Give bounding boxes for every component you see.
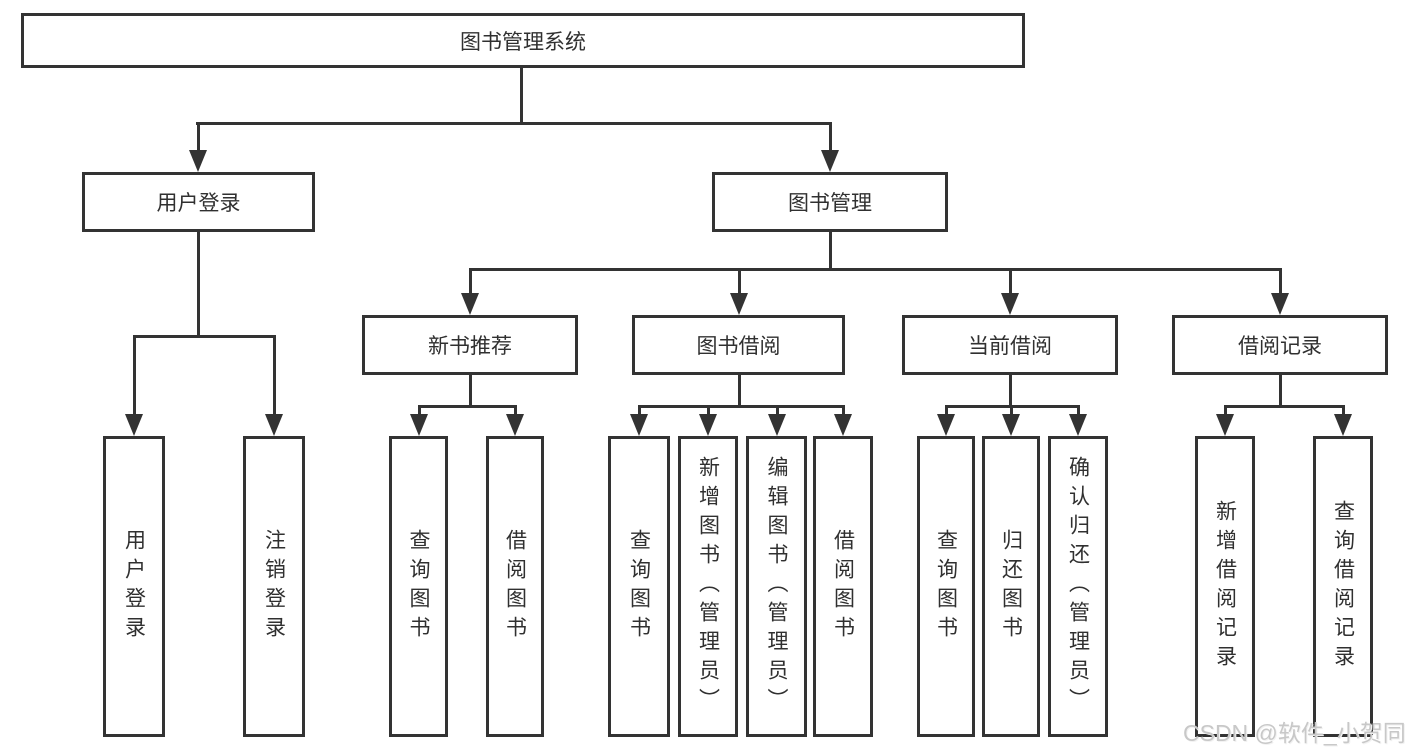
leaf-current-query-books: 查询图书 <box>917 436 975 737</box>
arrowhead-down-icon <box>1001 293 1019 315</box>
node-label: 借阅记录 <box>1238 335 1322 358</box>
node-label: 当前借阅 <box>968 335 1052 358</box>
connector-line <box>737 268 741 295</box>
arrowhead-down-icon <box>937 414 955 436</box>
connector-line <box>196 122 200 152</box>
connector-rail-bookmgmt <box>468 268 1282 271</box>
connector-line <box>828 122 832 152</box>
connector-userlogin-stem <box>196 232 200 338</box>
connector-line <box>1341 405 1345 416</box>
leaf-edit-books-admin: 编辑图书（管理员） <box>746 436 807 737</box>
connector-line <box>1008 268 1012 295</box>
arrowhead-down-icon <box>1216 414 1234 436</box>
leaf-borrow-query-books: 查询图书 <box>608 436 670 737</box>
node-user-login-branch: 用户登录 <box>82 172 315 232</box>
connector-line <box>132 335 136 416</box>
connector-line <box>417 405 421 416</box>
connector-rail-newbook <box>417 405 517 408</box>
leaf-newbook-borrow-books: 借阅图书 <box>486 436 544 737</box>
leaf-logout: 注销登录 <box>243 436 305 737</box>
connector-line <box>944 405 948 416</box>
leaf-label: 新增图书（管理员） <box>696 456 720 717</box>
arrowhead-down-icon <box>834 414 852 436</box>
arrowhead-down-icon <box>1002 414 1020 436</box>
connector-records-stem <box>1278 375 1282 408</box>
connector-bookmgmt-stem <box>828 232 832 271</box>
connector-root-stem <box>520 68 523 124</box>
node-label: 新书推荐 <box>428 335 512 358</box>
connector-line <box>1278 268 1282 295</box>
leaf-confirm-return-admin: 确认归还（管理员） <box>1048 436 1108 737</box>
arrowhead-down-icon <box>461 293 479 315</box>
connector-line <box>1223 405 1227 416</box>
node-book-borrow: 图书借阅 <box>632 315 845 375</box>
connector-line <box>468 268 472 295</box>
arrowhead-down-icon <box>265 414 283 436</box>
node-library-system: 图书管理系统 <box>21 13 1025 68</box>
node-label: 图书管理系统 <box>460 30 586 54</box>
arrowhead-down-icon <box>630 414 648 436</box>
leaf-user-login: 用户登录 <box>103 436 165 737</box>
connector-line <box>513 405 517 416</box>
csdn-watermark: CSDN @软件_小贺同学 <box>1183 720 1405 746</box>
arrowhead-down-icon <box>1069 414 1087 436</box>
connector-line <box>841 405 845 416</box>
leaf-add-borrow-record: 新增借阅记录 <box>1195 436 1255 737</box>
connector-line <box>1076 405 1080 416</box>
arrowhead-down-icon <box>730 293 748 315</box>
leaf-label: 查询图书 <box>934 528 958 645</box>
arrowhead-down-icon <box>1271 293 1289 315</box>
connector-bookborrow-stem <box>737 375 741 408</box>
leaf-query-borrow-record: 查询借阅记录 <box>1313 436 1373 737</box>
leaf-label: 新增借阅记录 <box>1213 499 1237 674</box>
arrowhead-down-icon <box>1334 414 1352 436</box>
connector-line <box>1009 405 1013 416</box>
arrowhead-down-icon <box>125 414 143 436</box>
leaf-label: 查询图书 <box>627 528 651 645</box>
arrowhead-down-icon <box>410 414 428 436</box>
node-current-borrow: 当前借阅 <box>902 315 1118 375</box>
connector-line <box>272 335 276 416</box>
node-label: 用户登录 <box>156 192 241 215</box>
connector-rail-userlogin <box>132 335 276 338</box>
connector-newbook-stem <box>468 375 472 408</box>
leaf-label: 编辑图书（管理员） <box>765 456 788 717</box>
leaf-label: 确认归还（管理员） <box>1066 456 1090 717</box>
leaf-label: 借阅图书 <box>503 528 527 645</box>
connector-line <box>637 405 641 416</box>
leaf-label: 注销登录 <box>262 528 286 645</box>
arrowhead-down-icon <box>821 150 839 172</box>
leaf-borrow-books: 借阅图书 <box>813 436 873 737</box>
connector-rail-bookborrow <box>637 405 845 408</box>
arrowhead-down-icon <box>506 414 524 436</box>
node-book-management: 图书管理 <box>712 172 948 232</box>
arrowhead-down-icon <box>768 414 786 436</box>
leaf-return-books: 归还图书 <box>982 436 1040 737</box>
leaf-label: 用户登录 <box>122 528 146 645</box>
arrowhead-down-icon <box>699 414 717 436</box>
arrowhead-down-icon <box>189 150 207 172</box>
node-label: 图书管理 <box>788 192 872 215</box>
node-new-book-recommend: 新书推荐 <box>362 315 578 375</box>
leaf-label: 借阅图书 <box>831 528 855 645</box>
leaf-add-books-admin: 新增图书（管理员） <box>678 436 738 737</box>
connector-rail-records <box>1223 405 1345 408</box>
connector-line <box>775 405 779 416</box>
leaf-label: 归还图书 <box>999 528 1023 645</box>
connector-rail-level1 <box>196 122 832 125</box>
leaf-label: 查询图书 <box>407 528 430 645</box>
leaf-label: 查询借阅记录 <box>1331 499 1355 674</box>
node-borrow-records: 借阅记录 <box>1172 315 1388 375</box>
leaf-newbook-query-books: 查询图书 <box>389 436 448 737</box>
connector-line <box>706 405 710 416</box>
node-label: 图书借阅 <box>696 335 781 358</box>
connector-currentborrow-stem <box>1008 375 1012 408</box>
